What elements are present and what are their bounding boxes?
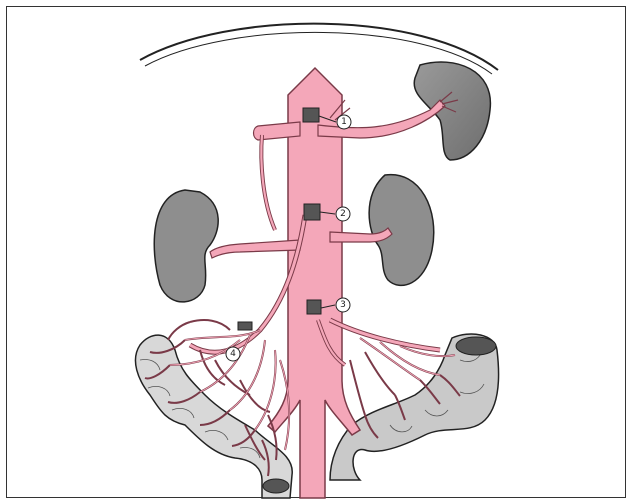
callout-4-label: 4 bbox=[230, 349, 236, 359]
callout-1-label: 1 bbox=[341, 117, 347, 127]
callout-2: 2 bbox=[336, 207, 350, 221]
callout-1: 1 bbox=[337, 115, 351, 129]
renal-artery-left bbox=[210, 240, 300, 258]
colon-right-end bbox=[456, 337, 496, 355]
kidney-left bbox=[154, 190, 218, 302]
clamp-1 bbox=[303, 108, 319, 122]
colon-right bbox=[330, 334, 499, 480]
callout-4: 4 bbox=[226, 347, 240, 361]
callout-2-label: 2 bbox=[340, 209, 346, 219]
callout-3: 3 bbox=[336, 298, 350, 312]
clamp-3 bbox=[307, 300, 321, 314]
kidney-right bbox=[369, 175, 434, 286]
clamp-4 bbox=[238, 322, 252, 330]
callout-3-label: 3 bbox=[340, 300, 346, 310]
clamp-2 bbox=[304, 204, 320, 220]
colon-left-end bbox=[263, 479, 289, 493]
